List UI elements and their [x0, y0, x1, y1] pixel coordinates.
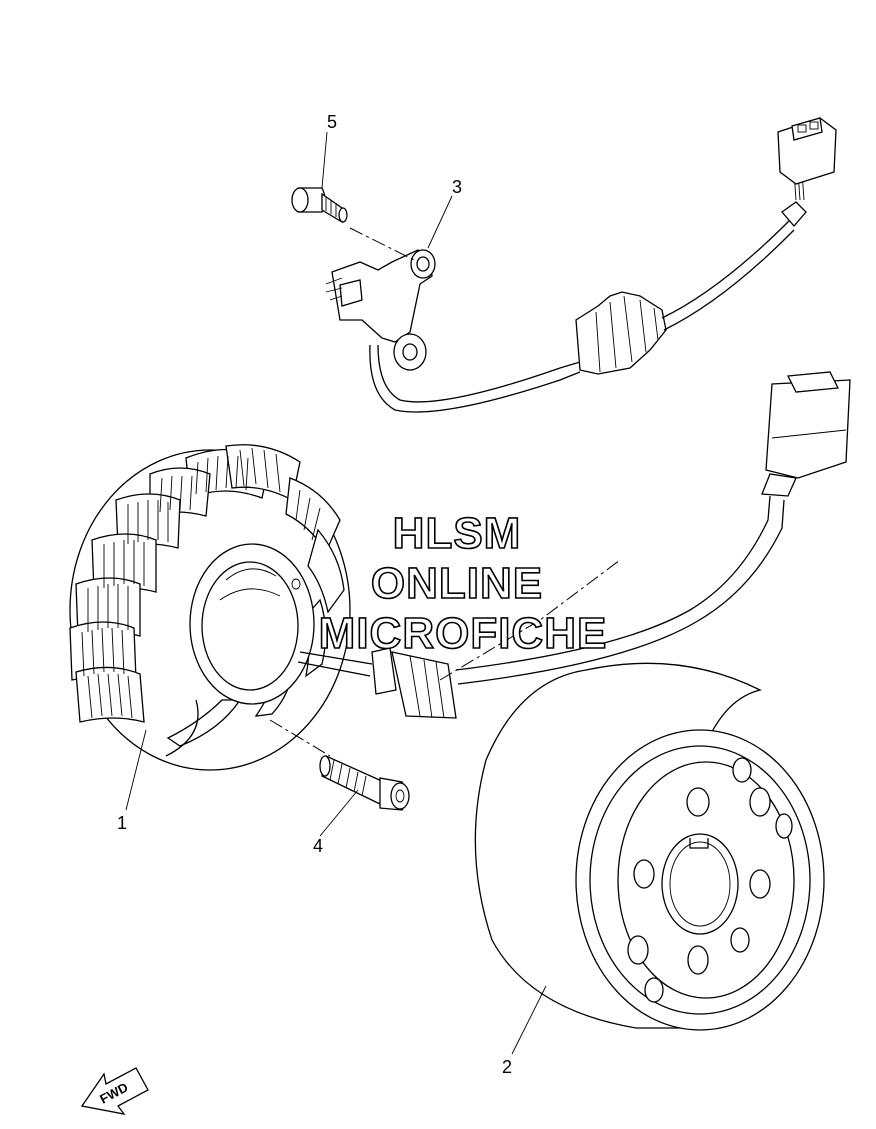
watermark-line-3: MICROFICHE	[319, 609, 608, 658]
stator-lead	[297, 371, 851, 719]
callout-5: 5	[327, 112, 337, 132]
callout-4: 4	[313, 836, 323, 856]
assembly-lines	[269, 227, 621, 757]
part-4-bolt	[319, 755, 410, 811]
callout-2: 2	[502, 1057, 512, 1077]
stator-windings	[81, 447, 321, 719]
watermark-line-2: ONLINE	[371, 559, 543, 608]
callout-3: 3	[452, 177, 462, 197]
part-3-pickup-coil	[325, 117, 837, 413]
fwd-arrow-icon: FWD	[80, 1067, 149, 1115]
part-1-stator	[69, 444, 351, 771]
rotor-holes	[627, 757, 793, 1003]
callout-1: 1	[117, 813, 127, 833]
watermark: HLSM ONLINE MICROFICHE	[318, 508, 608, 659]
part-2-flywheel-rotor	[474, 662, 825, 1031]
leader-lines	[125, 131, 547, 1055]
watermark-line-1: HLSM	[393, 509, 522, 558]
part-5-bolt	[291, 187, 348, 224]
